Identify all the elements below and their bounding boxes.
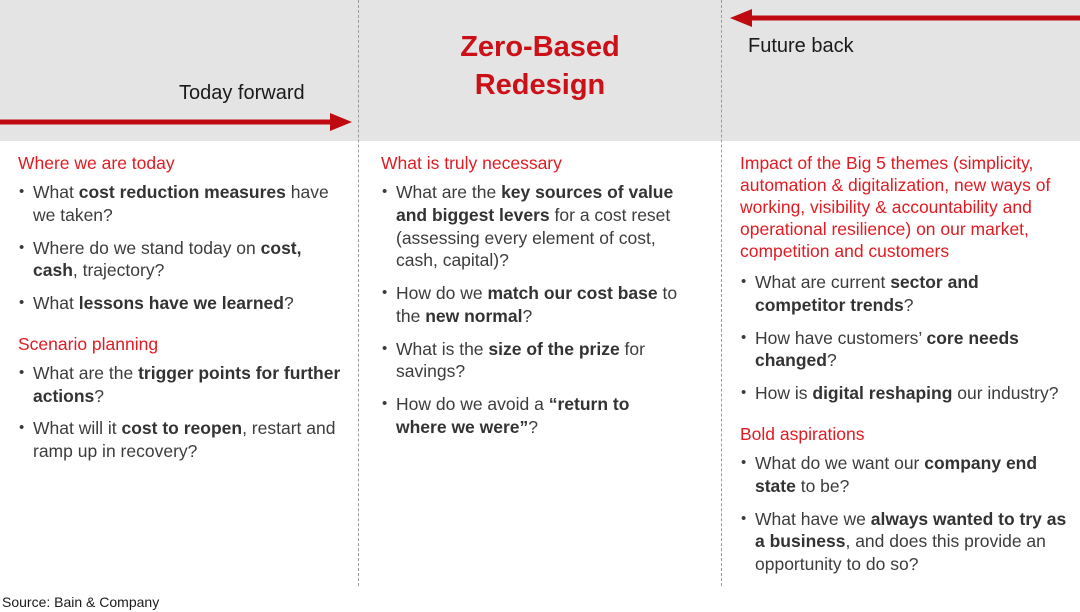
future-back-label: Future back [748,35,854,57]
column-future-back: Impact of the Big 5 themes (simplicity, … [740,152,1070,576]
section-heading: Where we are today [18,153,175,173]
list-item: How do we avoid a “return to where we we… [381,393,681,439]
header-band [0,0,1080,141]
list-item: How have customers’ core needs changed? [740,327,1070,373]
list-item: What lessons have we learned? [18,292,344,315]
list-item: What cost reduction measures have we tak… [18,181,344,227]
section-heading: Scenario planning [18,333,159,354]
section-heading: What is truly necessary [381,153,562,173]
list-item: How is digital reshaping our industry? [740,382,1070,405]
today-forward-arrow-icon [0,113,352,131]
list-item: What do we want our company end state to… [740,452,1070,498]
list-item: What are the trigger points for further … [18,362,344,408]
section-heading: Impact of the Big 5 themes (simplicity, … [740,153,1051,262]
list-item: What have we always wanted to try as a b… [740,508,1070,576]
column-zero-based-redesign: What is truly necessaryWhat are the key … [381,152,681,439]
list-item: How do we match our cost base to the new… [381,282,681,328]
list-item: What are the key sources of value and bi… [381,181,681,272]
bullet-list: What are current sector and competitor t… [740,271,1070,405]
bullet-list: What cost reduction measures have we tak… [18,181,344,315]
page-title: Zero-Based Redesign [380,28,700,105]
list-item: Where do we stand today on cost, cash, t… [18,237,344,283]
bullet-list: What do we want our company end state to… [740,452,1070,576]
today-forward-label: Today forward [179,82,305,104]
page-title-line-1: Zero-Based [460,31,620,63]
column-today-forward: Where we are todayWhat cost reduction me… [18,152,344,463]
list-item: What are current sector and competitor t… [740,271,1070,317]
column-divider-right [721,0,722,586]
column-divider-left [358,0,359,586]
bullet-list: What are the key sources of value and bi… [381,181,681,439]
source-note: Source: Bain & Company [2,594,160,610]
bullet-list: What are the trigger points for further … [18,362,344,463]
future-back-arrow-icon [730,9,1080,27]
section-heading: Bold aspirations [740,423,865,444]
list-item: What is the size of the prize for saving… [381,338,681,384]
page-title-line-2: Redesign [474,69,606,102]
list-item: What will it cost to reopen, restart and… [18,417,344,463]
